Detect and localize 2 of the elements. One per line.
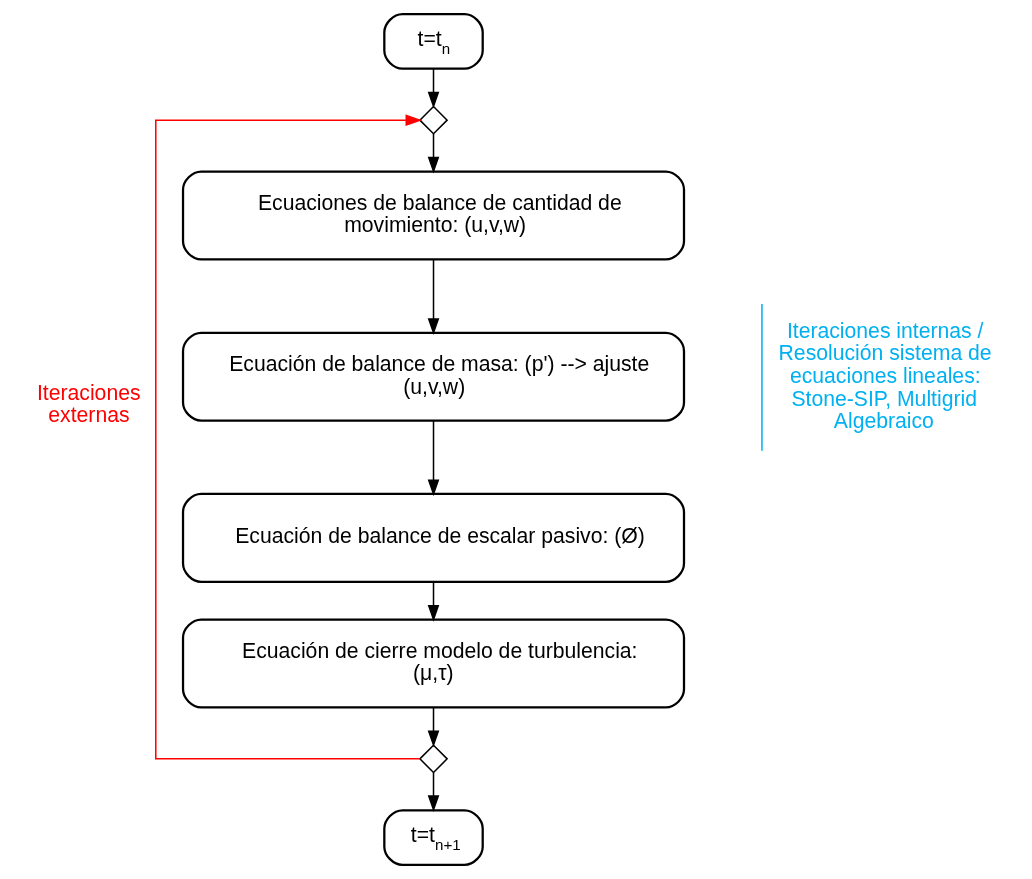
edge-label: Iteraciones externas <box>36 380 141 427</box>
label: Iteraciones internas / Resolución sistema de ecuaciones lineales: Stone-SIP, Multigrid Algebraico <box>778 318 992 433</box>
